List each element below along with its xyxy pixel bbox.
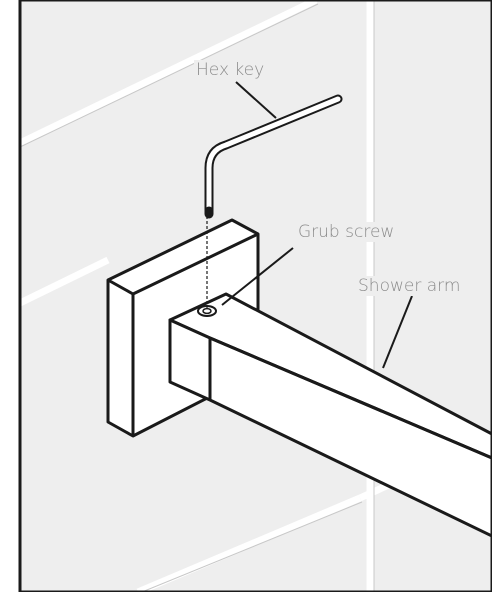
grub-screw-label: Grub screw: [298, 222, 394, 242]
grout-line: [136, 494, 362, 596]
shower-arm-label-bg: [357, 276, 483, 296]
hex-key: [204, 94, 343, 219]
grub-screw-inner: [202, 307, 212, 315]
grub-screw-leader: [221, 247, 294, 306]
shower-arm-label: Shower arm: [358, 276, 460, 296]
grout-shade-line: [141, 501, 363, 593]
shower-arm-edge: [209, 336, 492, 460]
grout-line: [18, 256, 110, 307]
hex-key-label: Hex key: [196, 60, 264, 80]
grub-screw-label-bg: [296, 222, 398, 242]
hex-key-body: [206, 96, 341, 214]
grout-shade-line: [19, 3, 319, 148]
hex-key-leader: [235, 81, 277, 119]
shower-arm-tube: [168, 292, 492, 538]
hex-key-label-bg: [194, 60, 278, 80]
leader-lines: [221, 81, 413, 369]
shower-arm-leader: [382, 295, 413, 369]
grout-line: [18, 0, 318, 147]
